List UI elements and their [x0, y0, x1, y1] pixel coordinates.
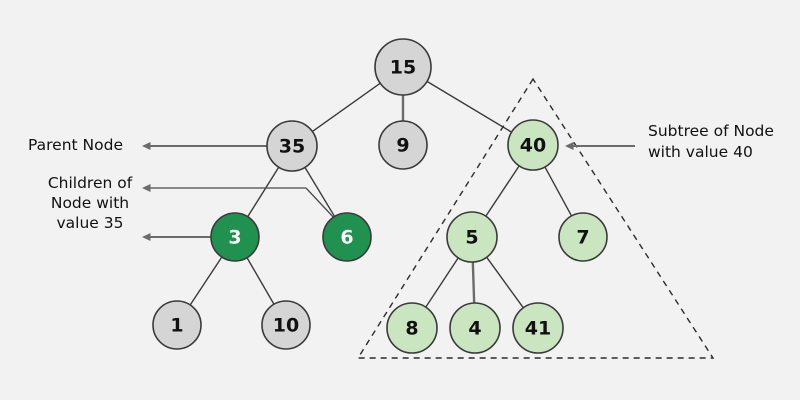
node-label-5: 5	[465, 227, 478, 249]
node-circle-40[interactable]	[507, 119, 559, 171]
tree-node-40[interactable]: 40	[507, 119, 559, 171]
annotation-leaders	[142, 141, 635, 242]
parent-node-arrowhead	[142, 141, 151, 151]
tree-edge-n15-n40	[425, 80, 513, 134]
node-circle-15[interactable]	[374, 38, 432, 96]
parent-node-label: Parent Node	[28, 136, 123, 154]
children-of-node-label: Children of Node with value 35	[48, 174, 133, 232]
node-circle-41[interactable]	[512, 302, 564, 354]
subtree-of-node-label: Subtree of Node with value 40	[648, 122, 774, 161]
node-circle-4[interactable]	[449, 302, 501, 354]
tree-edge-n40-n7	[543, 165, 573, 218]
node-label-10: 10	[273, 315, 299, 337]
node-label-41: 41	[525, 318, 551, 340]
tree-edge-n5-n4	[471, 260, 476, 305]
parent-node-label-line-0: Parent Node	[28, 136, 123, 154]
tree-edge-n5-n8	[424, 256, 460, 309]
tree-edge-n3-n10	[245, 256, 276, 306]
children-arrowhead-upper	[142, 183, 151, 193]
tree-edge-n15-n35	[311, 82, 382, 133]
node-label-4: 4	[468, 318, 481, 340]
node-circle-3[interactable]	[210, 212, 260, 262]
node-circle-6[interactable]	[322, 212, 372, 262]
tree-node-41[interactable]: 41	[512, 302, 564, 354]
node-circle-1[interactable]	[152, 300, 202, 350]
children-leader-upper-bend	[305, 187, 337, 221]
node-circle-10[interactable]	[261, 300, 311, 350]
tree-node-15[interactable]: 15	[374, 38, 432, 96]
tree-edge-n5-n41	[485, 256, 525, 309]
tree-edge-n35-n3	[246, 165, 280, 218]
tree-node-3[interactable]: 3	[210, 212, 260, 262]
tree-node-6[interactable]: 6	[322, 212, 372, 262]
tree-node-4[interactable]: 4	[449, 302, 501, 354]
node-circle-35[interactable]	[266, 120, 318, 172]
tree-node-8[interactable]: 8	[386, 302, 438, 354]
tree-node-5[interactable]: 5	[446, 211, 498, 263]
subtree-outline-triangle	[356, 77, 715, 359]
tree-node-1[interactable]: 1	[152, 300, 202, 350]
tree-node-9[interactable]: 9	[378, 120, 428, 170]
children-arrowhead-lower	[142, 232, 151, 242]
node-circle-8[interactable]	[386, 302, 438, 354]
node-label-9: 9	[396, 135, 409, 157]
tree-edges	[189, 80, 573, 309]
tree-nodes: 15 35 9 40 3 6 5 7 1 10 8 4 41	[152, 38, 608, 354]
node-label-40: 40	[520, 135, 546, 157]
node-label-8: 8	[405, 318, 418, 340]
children-of-node-label-line-2: value 35	[57, 214, 124, 232]
subtree-boundary	[356, 77, 715, 359]
tree-node-7[interactable]: 7	[558, 212, 608, 262]
subtree-arrowhead	[565, 141, 574, 151]
tree-node-10[interactable]: 10	[261, 300, 311, 350]
subtree-of-node-label-line-0: Subtree of Node	[648, 122, 774, 140]
tree-edge-n35-n6	[303, 166, 336, 218]
subtree-of-node-label-line-1: with value 40	[648, 143, 753, 161]
node-label-1: 1	[170, 315, 183, 337]
node-circle-7[interactable]	[558, 212, 608, 262]
node-label-15: 15	[390, 57, 416, 79]
node-label-7: 7	[576, 227, 589, 249]
tree-edge-n3-n1	[189, 255, 223, 307]
node-label-35: 35	[279, 136, 305, 158]
children-of-node-label-line-1: Node with	[51, 194, 129, 212]
node-label-6: 6	[340, 227, 353, 249]
node-label-3: 3	[228, 227, 241, 249]
node-circle-9[interactable]	[378, 120, 428, 170]
children-of-node-label-line-0: Children of	[48, 174, 133, 192]
node-circle-5[interactable]	[446, 211, 498, 263]
tree-node-35[interactable]: 35	[266, 120, 318, 172]
tree-edge-n40-n5	[484, 164, 521, 218]
